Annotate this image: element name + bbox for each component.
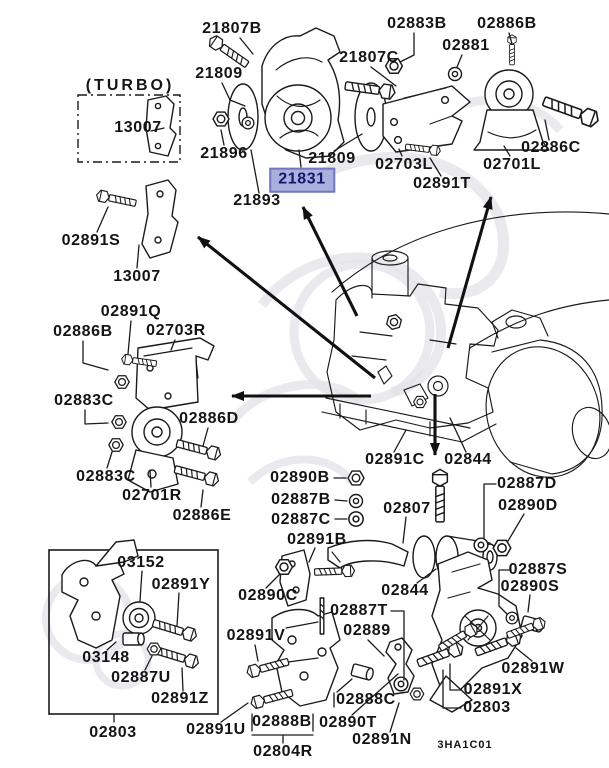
part-label-02804R[interactable]: 02804R xyxy=(253,743,313,761)
part-label-02883C[interactable]: 02883C xyxy=(76,468,136,486)
part-label-21809[interactable]: 21809 xyxy=(195,65,243,83)
part-drawings xyxy=(61,27,550,713)
part-label-02803[interactable]: 02803 xyxy=(89,724,137,742)
part-label-02703R[interactable]: 02703R xyxy=(146,322,206,340)
part-label-02891S[interactable]: 02891S xyxy=(61,232,121,250)
part-label-02890C[interactable]: 02890C xyxy=(238,587,298,605)
part-label-02891C[interactable]: 02891C xyxy=(365,451,425,469)
part-label-02886D[interactable]: 02886D xyxy=(179,410,239,428)
turbo-option-box xyxy=(77,94,181,163)
pointer-arrows xyxy=(197,196,493,456)
part-label-03152[interactable]: 03152 xyxy=(117,554,165,572)
part-label-02891W[interactable]: 02891W xyxy=(501,660,565,678)
engine-drawing xyxy=(321,211,609,478)
part-label-21893[interactable]: 21893 xyxy=(233,192,281,210)
part-label-02807[interactable]: 02807 xyxy=(383,500,431,518)
part-label-02890T[interactable]: 02890T xyxy=(319,714,377,732)
part-label-02887D[interactable]: 02887D xyxy=(497,475,557,493)
turbo-caption: (TURBO) xyxy=(85,77,175,95)
part-label-02891V[interactable]: 02891V xyxy=(226,627,286,645)
part-label-02889[interactable]: 02889 xyxy=(343,622,391,640)
part-label-02701R[interactable]: 02701R xyxy=(122,487,182,505)
part-label-02891N[interactable]: 02891N xyxy=(352,731,412,749)
part-label-02891T[interactable]: 02891T xyxy=(413,175,471,193)
part-label-02803[interactable]: 02803 xyxy=(463,699,511,717)
part-label-21809[interactable]: 21809 xyxy=(308,150,356,168)
part-label-21896[interactable]: 21896 xyxy=(200,145,248,163)
part-label-21831[interactable]: 21831 xyxy=(269,167,335,193)
part-label-02703L[interactable]: 02703L xyxy=(375,156,433,174)
part-label-02888B[interactable]: 02888B xyxy=(252,713,312,731)
part-label-02883C[interactable]: 02883C xyxy=(54,392,114,410)
part-label-02890B[interactable]: 02890B xyxy=(270,469,330,487)
part-label-02844[interactable]: 02844 xyxy=(381,582,429,600)
part-label-21807C[interactable]: 21807C xyxy=(339,49,399,67)
part-label-02886E[interactable]: 02886E xyxy=(172,507,232,525)
part-label-02890S[interactable]: 02890S xyxy=(500,578,560,596)
part-label-02891Q[interactable]: 02891Q xyxy=(100,303,162,321)
part-label-02887U[interactable]: 02887U xyxy=(111,669,171,687)
part-label-13007[interactable]: 13007 xyxy=(113,268,161,286)
part-label-02887C[interactable]: 02887C xyxy=(271,511,331,529)
part-label-02701L[interactable]: 02701L xyxy=(483,156,541,174)
part-label-02844[interactable]: 02844 xyxy=(444,451,492,469)
part-label-02886C[interactable]: 02886C xyxy=(521,139,581,157)
drawing-code: 3HA1C01 xyxy=(437,738,493,751)
part-label-21807B[interactable]: 21807B xyxy=(202,20,262,38)
part-label-02883B[interactable]: 02883B xyxy=(387,15,447,33)
part-label-02886B[interactable]: 02886B xyxy=(53,323,113,341)
part-label-02887S[interactable]: 02887S xyxy=(508,561,568,579)
part-label-02891Y[interactable]: 02891Y xyxy=(151,576,211,594)
part-label-02891Z[interactable]: 02891Z xyxy=(151,690,209,708)
part-label-02891B[interactable]: 02891B xyxy=(287,531,347,549)
part-label-02891U[interactable]: 02891U xyxy=(186,721,246,739)
part-label-13007[interactable]: 13007 xyxy=(114,119,162,137)
part-label-03148[interactable]: 03148 xyxy=(82,649,130,667)
part-label-02886B[interactable]: 02886B xyxy=(477,15,537,33)
part-label-02887B[interactable]: 02887B xyxy=(271,491,331,509)
leader-lines xyxy=(82,32,550,744)
part-label-02887T[interactable]: 02887T xyxy=(330,602,388,620)
part-label-02881[interactable]: 02881 xyxy=(442,37,490,55)
part-label-02888C[interactable]: 02888C xyxy=(336,691,396,709)
part-label-02890D[interactable]: 02890D xyxy=(498,497,558,515)
part-label-02891X[interactable]: 02891X xyxy=(463,681,523,699)
